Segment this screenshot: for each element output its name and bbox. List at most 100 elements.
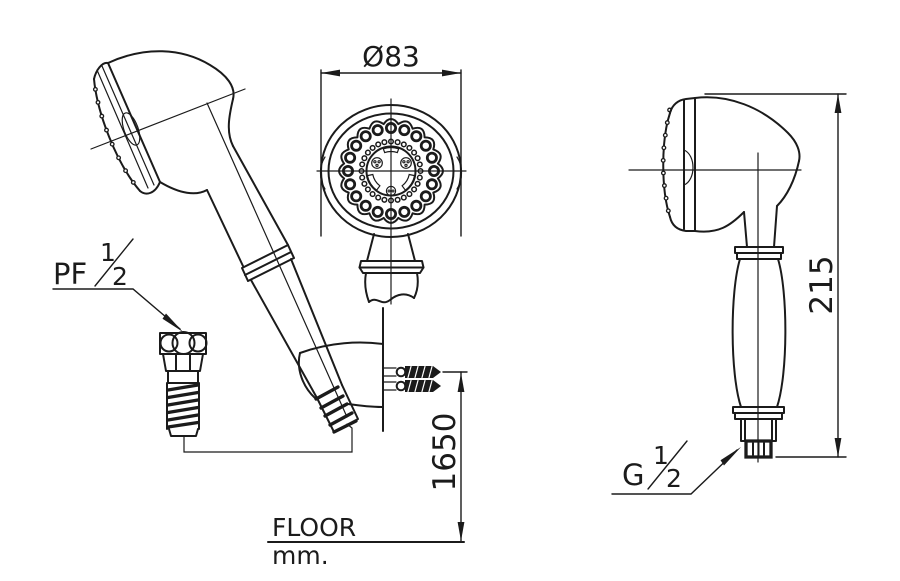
handle-right-edge-lower [290, 258, 343, 386]
connector-end-cap [168, 428, 199, 437]
sv-nozzle-bumps [660, 107, 673, 214]
connector-nut-lobe-right [188, 333, 208, 353]
sv-handle-barrel [731, 258, 787, 408]
faceplate-inner-line-1 [101, 65, 155, 186]
pf-leader-arrow [162, 313, 183, 332]
faceplate-face-edge [93, 78, 141, 192]
bracket-bottom-arc [347, 403, 384, 408]
handle-left-edge-lower [250, 279, 318, 399]
arrow-right [442, 69, 461, 77]
screw-washer-bottom [395, 380, 407, 392]
pf-numerator-text: 1 [100, 238, 116, 267]
faceplate-top-cap [93, 61, 109, 80]
g-prefix-text: G [622, 458, 644, 492]
sv-bottom-collar1 [732, 406, 785, 414]
g-leader-arrow [720, 447, 741, 466]
dim-floor-height: 1650 [427, 371, 468, 542]
sv-collar-band2 [736, 252, 782, 260]
bell-top-edge [107, 50, 235, 100]
front-view [316, 98, 467, 305]
pf-denominator-text: 2 [112, 262, 128, 291]
connector-nut-lobe-center [171, 331, 196, 355]
handle-tip-outline [316, 384, 359, 433]
corrugation-ribs [166, 383, 200, 429]
hose-route-line [183, 423, 353, 453]
label-pf-thread: PF 1 2 [52, 238, 183, 332]
handle-thread-bands [314, 385, 358, 434]
slot-bottom-left [366, 173, 381, 192]
sv-collar-band1 [734, 246, 784, 254]
sv-neck [743, 205, 778, 248]
handle-collar [241, 244, 295, 282]
dim-height: 215 [704, 93, 847, 458]
bead-ring [358, 138, 424, 204]
connector-hex [162, 353, 204, 372]
screw-thread-bottom-lines [407, 379, 433, 393]
floor-annotation: FLOOR mm. [267, 513, 465, 570]
screw-hole-right [400, 157, 412, 169]
connector-nut-lobe-left [159, 333, 179, 353]
nozzle-bumps [92, 86, 136, 185]
connector-nut-body [159, 332, 207, 355]
diameter-extension-lines [320, 69, 462, 237]
sv-face-top-cap [669, 97, 696, 114]
sv-face-bottom-cap [669, 216, 696, 232]
floor-height-dim-text: 1650 [427, 413, 463, 492]
g-leader-line [611, 449, 738, 495]
units-text: mm. [272, 541, 329, 570]
faceplate-rim-line [107, 62, 161, 183]
wall-bracket [297, 307, 384, 432]
front-collar-band2 [358, 266, 425, 274]
height-dim-text: 215 [804, 255, 840, 314]
screw-hole-dots [373, 160, 410, 193]
sv-face-edge [662, 112, 671, 218]
front-handle-body [364, 272, 419, 303]
faceplate-boss [121, 112, 141, 146]
label-g-thread: G 1 2 [611, 440, 741, 495]
height-extension-lines [704, 93, 847, 458]
sv-boss-arc [683, 149, 694, 186]
screw-shank-bottom [383, 381, 397, 391]
arrow-down [457, 522, 465, 541]
pf-prefix-text: PF [53, 257, 87, 291]
sv-plate-lines [683, 97, 696, 232]
g-numerator-text: 1 [653, 441, 669, 470]
g-denominator-text: 2 [666, 464, 682, 493]
sv-tip-cylinder [740, 418, 777, 442]
pf-leader-line [52, 288, 181, 330]
dim-diameter: Ø83 [320, 40, 462, 237]
sv-bell-bottom [694, 211, 745, 233]
side-view [628, 96, 802, 463]
arrow-down [834, 438, 842, 457]
arrow-left [321, 69, 340, 77]
screw-hole-left [371, 157, 383, 169]
sv-bell-top [694, 96, 801, 162]
slot-top [382, 146, 400, 154]
screw-washer-top [395, 366, 407, 378]
front-neck [366, 233, 416, 262]
floor-text: FLOOR [272, 513, 356, 542]
mounting-screws [383, 365, 441, 393]
g-fraction-slash [647, 440, 688, 490]
slot-bottom-right [401, 173, 416, 192]
scallop-ring [338, 118, 444, 224]
handle-right-edge-upper [232, 145, 289, 246]
connector-collar [167, 370, 199, 384]
head-axis-centerline [90, 88, 246, 150]
sv-thread-tip [744, 439, 773, 459]
faceplate-bottom-cap [139, 181, 161, 195]
perspective-view [90, 50, 359, 434]
sv-bell-right [776, 160, 800, 207]
handle-left-edge-upper [206, 189, 244, 267]
front-centerlines [316, 98, 467, 305]
sv-centerlines [628, 152, 802, 463]
bell-bottom-edge [159, 181, 208, 195]
faceplate-inner-line-2 [96, 69, 149, 189]
sv-bottom-collar2 [734, 412, 783, 420]
screw-shank-top [383, 367, 397, 377]
bracket-top-arc [299, 341, 384, 354]
hose-connector [159, 331, 208, 437]
screw-thread-top-lines [407, 365, 433, 379]
